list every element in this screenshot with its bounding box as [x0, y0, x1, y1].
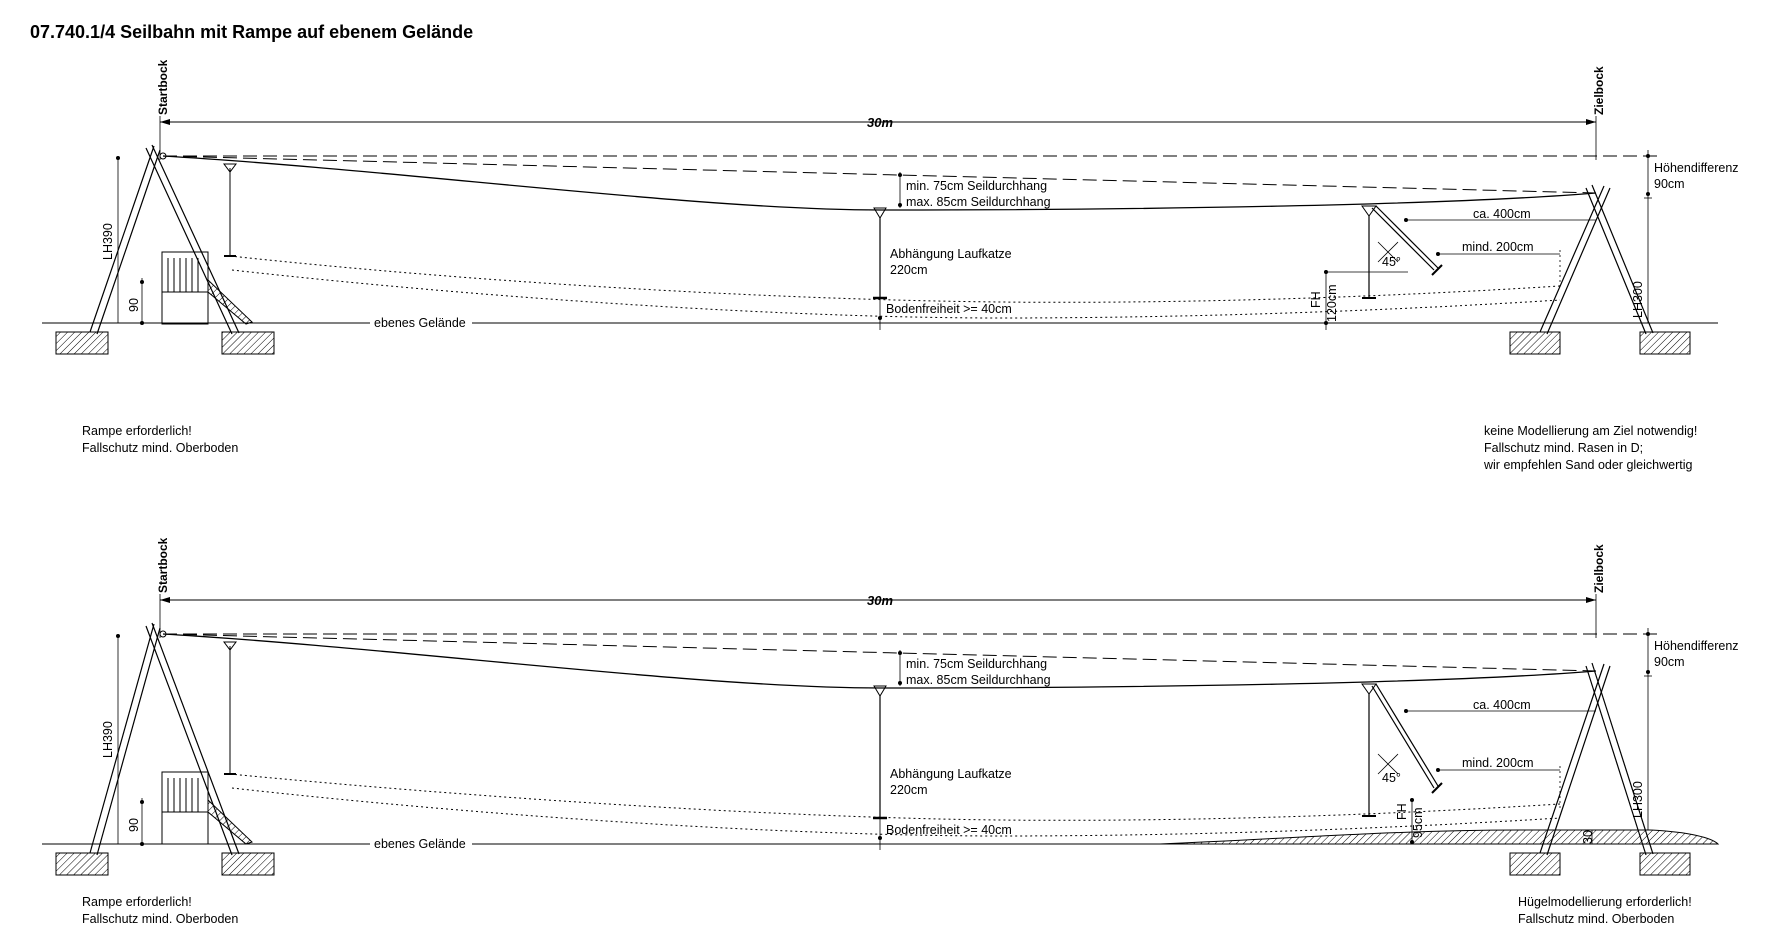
approx-distance-label: ca. 400cm: [1473, 207, 1531, 221]
foundation-block: [221, 852, 275, 876]
zipline-drawing-flat: 30m Startbock Zielbock 90 LH390: [0, 59, 1768, 460]
note-line: Rampe erforderlich!: [82, 424, 192, 438]
foundation-block: [55, 852, 109, 876]
height-diff-value: 90cm: [1654, 177, 1685, 191]
fh-label: FH: [1309, 291, 1323, 308]
height-diff-label: Höhendifferenz: [1654, 639, 1739, 653]
span-label: 30m: [867, 593, 893, 608]
zielbock-label: Zielbock: [1592, 66, 1606, 115]
startbock-label: Startbock: [156, 538, 170, 593]
foundation-block: [55, 331, 109, 355]
sag-min-label: min. 75cm Seildurchhang: [906, 657, 1047, 671]
note-line: Rampe erforderlich!: [82, 895, 192, 909]
foundation-block: [221, 331, 275, 355]
brake-device: [1361, 683, 1443, 817]
cable-chord: [162, 155, 1597, 194]
trolley-hanger: [873, 685, 887, 850]
notes-left-top: Rampe erforderlich! Fallschutz mind. Obe…: [82, 423, 238, 457]
zielbock-label: Zielbock: [1592, 544, 1606, 593]
note-line: Fallschutz mind. Oberboden: [82, 912, 239, 926]
ramp-height-label: 90: [127, 298, 141, 312]
cable-chord: [162, 633, 1597, 672]
lh-end-label: LH300: [1631, 281, 1645, 318]
note-line: Hügelmodellierung erforderlich!: [1518, 895, 1692, 909]
end-a-frame: [1509, 662, 1691, 876]
min-distance-label: mind. 200cm: [1462, 240, 1534, 254]
ramp: [161, 771, 253, 845]
cable: [162, 633, 1597, 689]
note-line: Fallschutz mind. Oberboden: [82, 441, 239, 455]
sag-max-label: max. 85cm Seildurchhang: [906, 195, 1051, 209]
angle-label: 45°: [1382, 255, 1401, 269]
angle-label: 45°: [1382, 771, 1401, 785]
clearance-label: Bodenfreiheit >= 40cm: [886, 302, 1012, 316]
page-title: 07.740.1/4 Seilbahn mit Rampe auf ebenem…: [30, 22, 474, 42]
end-a-frame: [1509, 184, 1691, 355]
height-diff-label: Höhendifferenz: [1654, 161, 1739, 175]
min-distance-label: mind. 200cm: [1462, 756, 1534, 770]
note-line: keine Modellierung am Ziel notwendig!: [1484, 424, 1698, 438]
foundation-block: [1509, 331, 1561, 355]
mound-height-label: 30: [1581, 830, 1595, 844]
hanger-value: 220cm: [890, 783, 928, 797]
foundation-block: [1509, 852, 1561, 876]
fh-value: 95cm: [1411, 807, 1425, 838]
lh-start-label: LH390: [101, 223, 115, 260]
fh-value: 120cm: [1325, 284, 1339, 322]
span-label: 30m: [867, 115, 893, 130]
ramp: [161, 251, 253, 325]
foundation-block: [1639, 331, 1691, 355]
hanger-label: Abhängung Laufkatze: [890, 767, 1012, 781]
drawing-canvas: 30m Startbock Zielbock 90 LH390: [42, 59, 1739, 355]
clearance-label: Bodenfreiheit >= 40cm: [886, 823, 1012, 837]
start-a-frame: [55, 622, 275, 876]
hanger-label: Abhängung Laufkatze: [890, 247, 1012, 261]
mound: [1159, 829, 1720, 845]
ramp-height-label: 90: [127, 818, 141, 832]
trolley-hanger: [873, 207, 887, 330]
brake-device: [1361, 205, 1443, 299]
ground-label: ebenes Gelände: [374, 316, 466, 330]
note-line: Fallschutz mind. Rasen in D;: [1484, 441, 1644, 455]
ground-label: ebenes Gelände: [374, 837, 466, 851]
height-diff-value: 90cm: [1654, 655, 1685, 669]
foundation-block: [1639, 852, 1691, 876]
approx-distance-label: ca. 400cm: [1473, 698, 1531, 712]
hanger-value: 220cm: [890, 263, 928, 277]
lh-start-label: LH390: [101, 721, 115, 758]
note-line: wir empfehlen Sand oder gleichwertig: [1484, 458, 1693, 472]
notes-right-bottom: Hügelmodellierung erforderlich! Fallschu…: [1518, 894, 1692, 928]
drawing-canvas: 30 30m Startbock Zielbock 90 LH390: [42, 537, 1739, 876]
lh-end-label: LH300: [1631, 781, 1645, 818]
notes-left-bottom: Rampe erforderlich! Fallschutz mind. Obe…: [82, 894, 238, 928]
cable: [162, 155, 1597, 211]
zipline-drawing-mound: 30 30m Startbock Zielbock 90 LH390: [0, 537, 1768, 938]
start-a-frame: [55, 144, 275, 355]
sag-max-label: max. 85cm Seildurchhang: [906, 673, 1051, 687]
arrow-left: [160, 119, 170, 125]
note-line: Fallschutz mind. Oberboden: [1518, 912, 1675, 926]
fh-label: FH: [1395, 803, 1409, 820]
notes-right-top: keine Modellierung am Ziel notwendig! Fa…: [1484, 423, 1697, 474]
arrow-right: [1586, 119, 1596, 125]
startbock-label: Startbock: [156, 60, 170, 115]
sag-min-label: min. 75cm Seildurchhang: [906, 179, 1047, 193]
